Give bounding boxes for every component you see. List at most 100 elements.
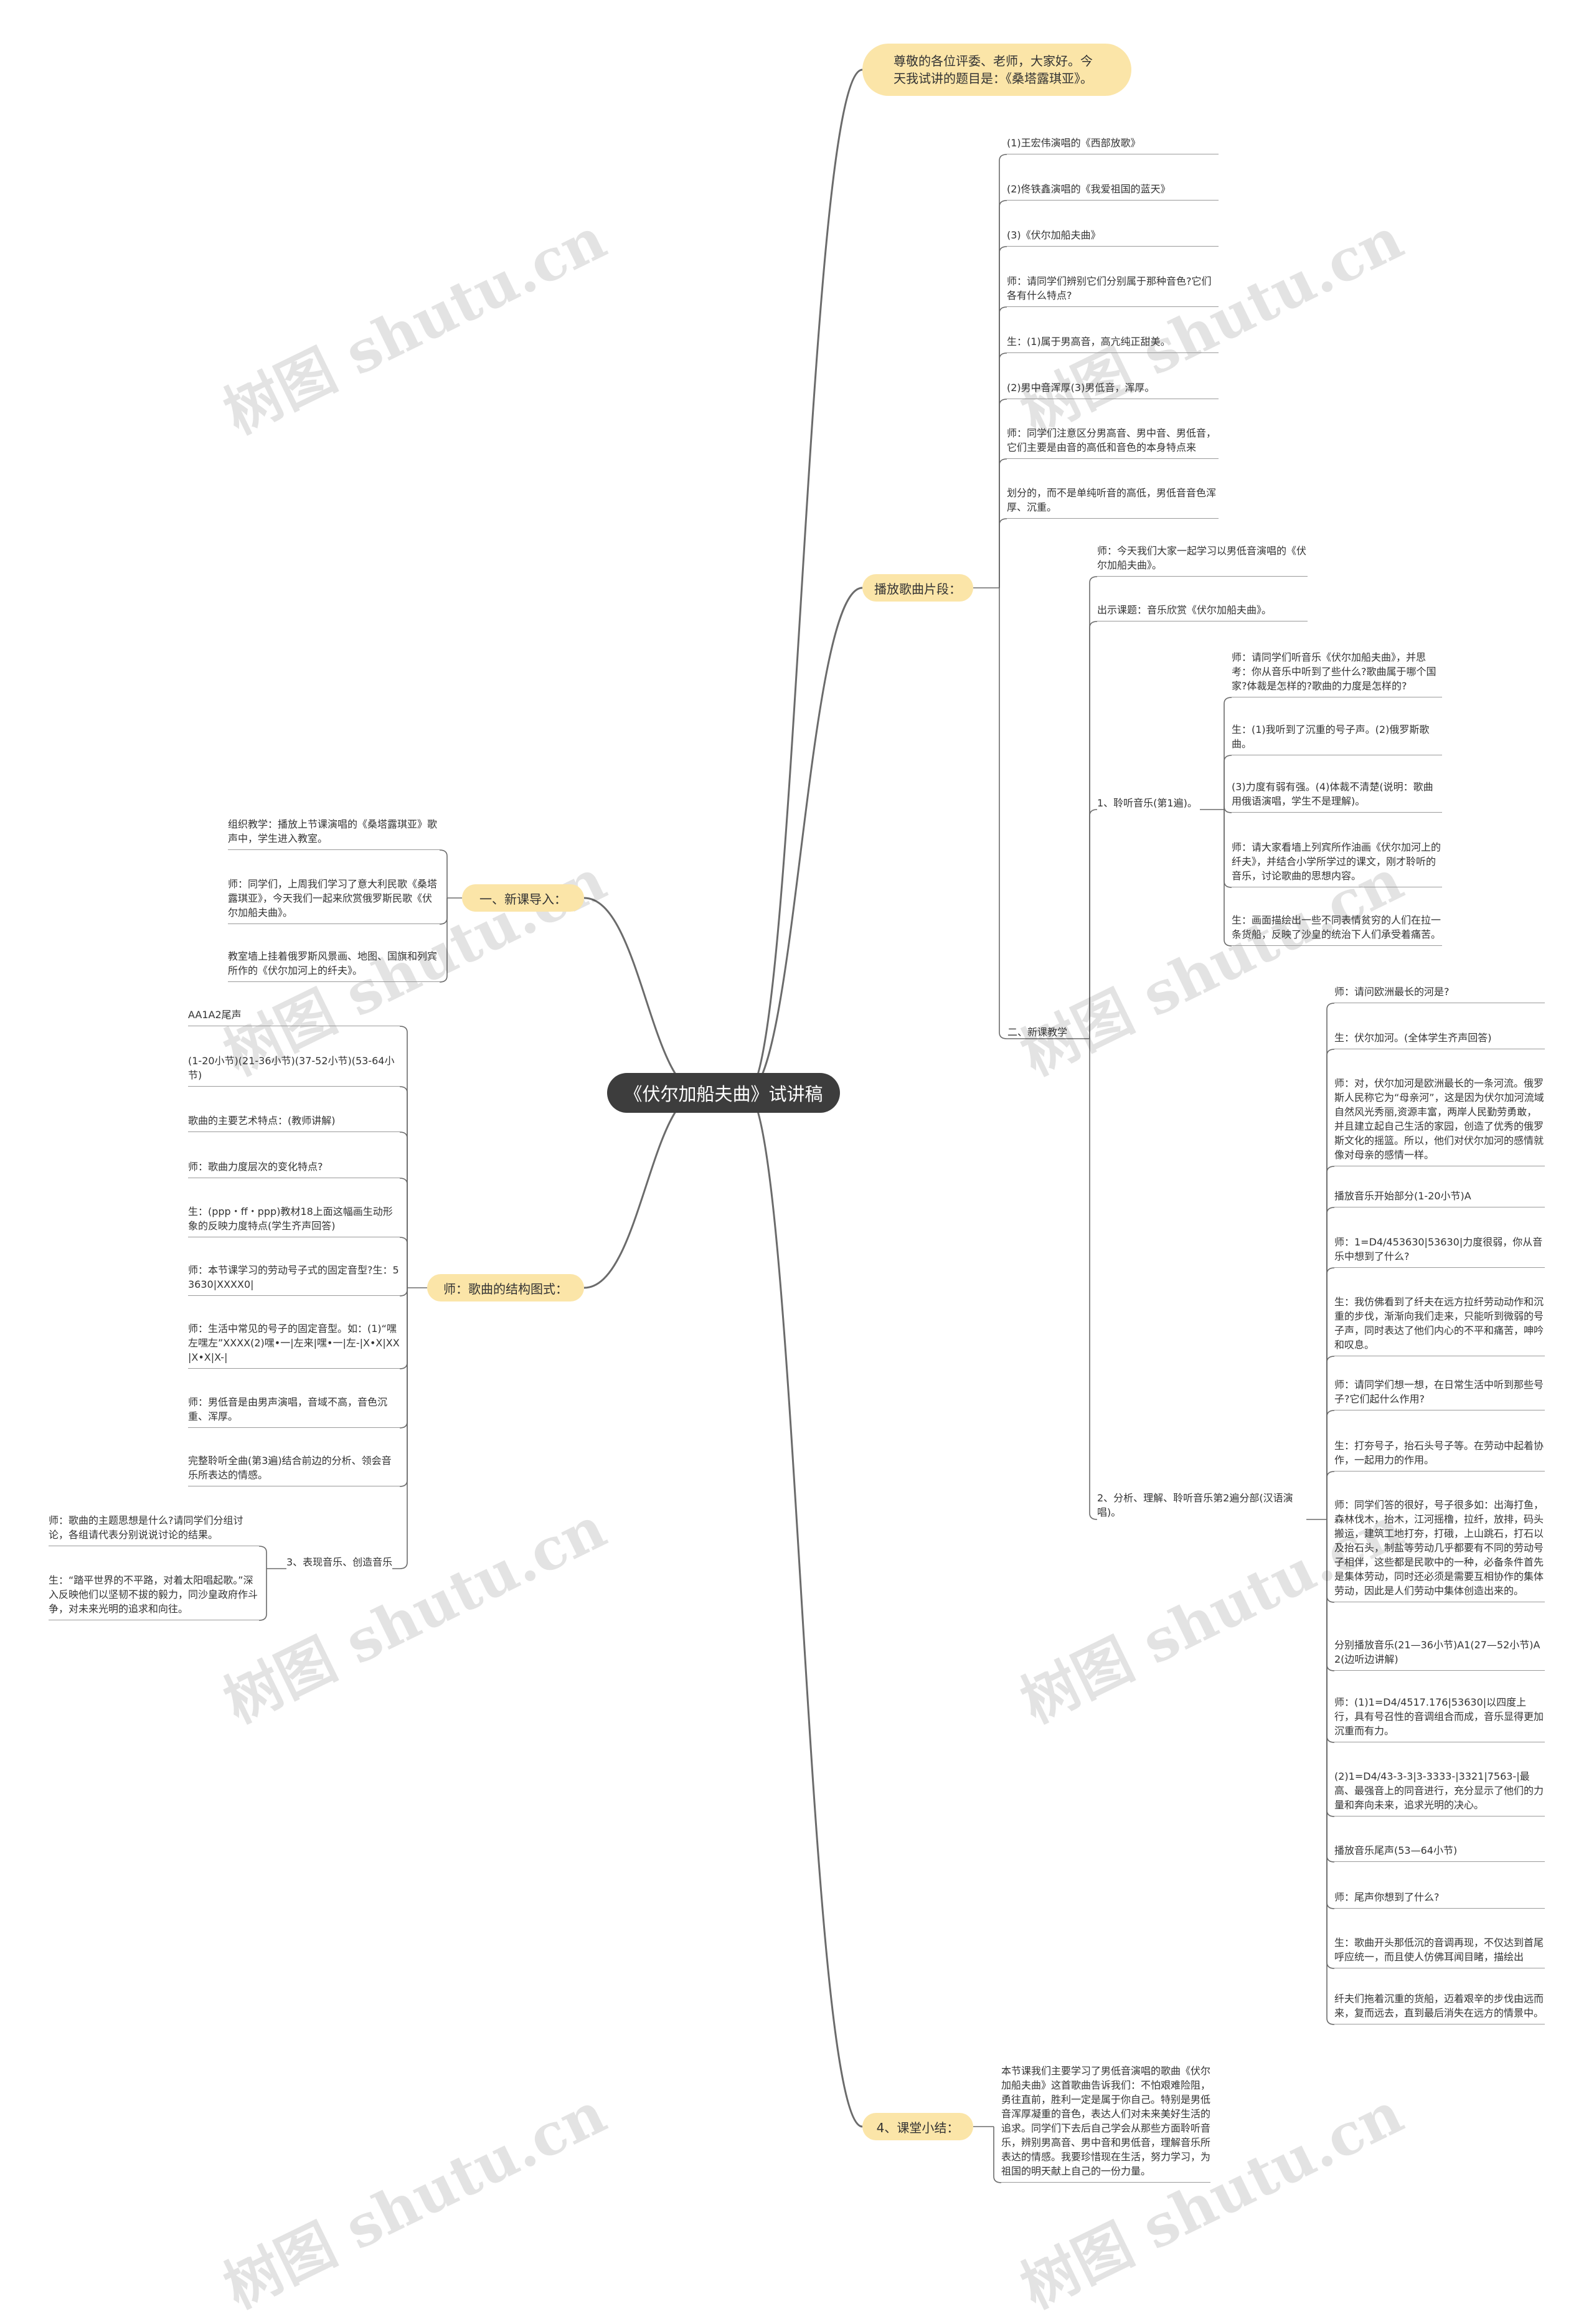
analyze-item: 播放音乐开始部分(1-20小节)A xyxy=(1334,1189,1545,1207)
connector xyxy=(258,1546,267,1569)
connector xyxy=(1326,1519,1335,1863)
connector-lines xyxy=(258,68,1335,2183)
connector xyxy=(1089,809,1098,1039)
connector xyxy=(1326,1519,1335,1969)
connector xyxy=(993,2127,1002,2183)
connector xyxy=(1326,1356,1335,1519)
listen-item: 生：(1)我听到了沉重的号子声。(2)俄罗斯歌曲。 xyxy=(1232,722,1442,755)
connector xyxy=(583,1092,701,1289)
connector xyxy=(399,1288,408,1297)
connector xyxy=(1326,1471,1335,1519)
structure-item: 师：歌曲力度层次的变化特点? xyxy=(188,1160,400,1178)
connector xyxy=(1326,1519,1335,1603)
connector xyxy=(1326,1519,1335,1743)
connector xyxy=(999,518,1007,588)
connector xyxy=(1089,621,1098,1039)
connector xyxy=(399,1131,408,1288)
connector xyxy=(399,1237,408,1288)
new-teaching-label[interactable]: 二、新课教学 xyxy=(1007,1026,1068,1038)
structure-item: AA1A2尾声 xyxy=(188,1008,400,1026)
connector xyxy=(1326,1519,1335,2025)
connector xyxy=(1326,1267,1335,1519)
connector xyxy=(258,1569,267,1621)
mind-map: 树图 shutu.cn 树图 shutu.cn 树图 shutu.cn 树图 s… xyxy=(49,44,1545,2322)
connector xyxy=(1326,1410,1335,1519)
clip-item: (1)王宏伟演唱的《西部放歌》 xyxy=(1007,136,1219,154)
analyze-item: 师：1=D4/453630|53630|力度很弱，你从音乐中想到了什么? xyxy=(1334,1235,1545,1268)
analyze-item: 纤夫们拖着沉重的货船，迈着艰辛的步伐由远而来，复而远去，直到最后消失在远方的情景… xyxy=(1334,1991,1545,2024)
expression-item: 生：“踏平世界的不平路，对着太阳唱起歌。”深入反映他们以坚韧不拔的毅力，同沙皇政… xyxy=(49,1573,259,1620)
analyze-item: 生：打夯号子，抬石头号子等。在劳动中起着协作，一起用力的作用。 xyxy=(1334,1438,1545,1471)
teaching-intro-2: 出示课题：音乐欣赏《伏尔加船夫曲》。 xyxy=(1097,603,1308,621)
intro-item: 教室墙上挂着俄罗斯风景画、地图、国旗和列宾所作的《伏尔加河上的纤夫》。 xyxy=(228,949,440,982)
connector xyxy=(439,898,448,925)
analyze-step-label[interactable]: 2、分析、理解、聆听音乐第2遍分部(汉语演唱)。 xyxy=(1097,1492,1293,1518)
connector xyxy=(746,68,863,1094)
structure-item: 生：(ppp・ff・ppp)教材18上面这幅画生动形象的反映力度特点(学生齐声回… xyxy=(188,1204,400,1237)
branch-new-intro[interactable]: 一、新课导入： xyxy=(462,884,584,912)
structure-item: 师：生活中常见的号子的固定音型。如：(1)“嘿左嘿左”XXXX(2)嘿•一|左来… xyxy=(188,1321,400,1369)
teaching-intro-1: 师：今天我们大家一起学习以男低音演唱的《伏尔加船夫曲》。 xyxy=(1097,544,1308,577)
listen-item: 师：请大家看墙上列宾所作油画《伏尔加河上的纤夫》，并结合小学所学过的课文，刚才聆… xyxy=(1232,840,1442,887)
summary-text: 本节课我们主要学习了男低音演唱的歌曲《伏尔加船夫曲》这首歌曲告诉我们：不怕艰难险… xyxy=(1001,2064,1210,2183)
connector xyxy=(999,306,1007,588)
structure-item: 歌曲的主要艺术特点：(教师讲解) xyxy=(188,1113,400,1132)
listen-item: 生：画面描绘出一些不同表情贫穷的人们在拉一条货船，反映了沙皇的统治下人们承受着痛… xyxy=(1232,913,1442,946)
intro-item: 师：同学们，上周我们学习了意大利民歌《桑塔露琪亚》，今天我们一起来欣赏俄罗斯民歌… xyxy=(228,877,440,924)
connector xyxy=(1089,1039,1098,1520)
connector xyxy=(1224,810,1232,947)
connector xyxy=(999,200,1007,588)
structure-item: 师：本节课学习的劳动号子式的固定音型?生：53630|XXXX0| xyxy=(188,1263,400,1296)
clip-item: 划分的，而不是单纯听音的高低，男低音音色浑厚、沉重。 xyxy=(1007,486,1219,519)
analyze-item: 生：伏尔加河。(全体学生齐声回答) xyxy=(1334,1031,1545,1049)
connector xyxy=(583,897,701,1094)
connector xyxy=(1224,806,1232,813)
connector xyxy=(1326,1519,1335,1909)
analyze-item: 播放音乐尾声(53—64小节) xyxy=(1334,1843,1545,1862)
analyze-item: 分别播放音乐(21—36小节)A1(27—52小节)A2(边听边讲解) xyxy=(1334,1638,1545,1671)
root-node[interactable]: 《伏尔加船夫曲》试讲稿 xyxy=(607,1073,840,1113)
clip-item: 生：(1)属于男高音，高亢纯正甜美。 xyxy=(1007,334,1219,353)
connector xyxy=(1326,1207,1335,1519)
connector xyxy=(1224,755,1232,810)
clip-item: 师：同学们注意区分男高音、男中音、男低音，它们主要是由音的高低和音色的本身特点来 xyxy=(1007,426,1219,459)
connector xyxy=(999,458,1007,588)
analyze-item: 生：我仿佛看到了纤夫在远方拉纤劳动动作和沉重的步伐，渐渐向我们走来，只能听到微弱… xyxy=(1334,1295,1545,1356)
clip-item: (3)《伏尔加船夫曲》 xyxy=(1007,228,1219,247)
clip-item: 师：请同学们辨别它们分别属于那种音色?它们各有什么特点? xyxy=(1007,274,1219,307)
connector xyxy=(399,1086,408,1288)
analyze-item: 师：请问欧洲最长的河是? xyxy=(1334,985,1545,1003)
analyze-item: (2)1=D4/43-3-3|3-3333-|3321|7563-|最高、最强音… xyxy=(1334,1769,1545,1816)
connector xyxy=(999,246,1007,588)
analyze-item: 师：对，伏尔加河是欧洲最长的一条河流。俄罗斯人民称它为“母亲河”，这是因为伏尔加… xyxy=(1334,1076,1545,1166)
connector xyxy=(746,587,863,1094)
branch-play-clips[interactable]: 播放歌曲片段： xyxy=(862,574,973,602)
analyze-item: 师：请同学们想一想，在日常生活中听到那些号子?它们起什么作用? xyxy=(1334,1377,1545,1410)
listen-step-label[interactable]: 1、聆听音乐(第1遍)。 xyxy=(1097,797,1197,809)
connector xyxy=(1326,1003,1335,1519)
connector xyxy=(439,849,448,898)
connector xyxy=(999,588,1067,1039)
connector xyxy=(1089,576,1098,1039)
branch-summary[interactable]: 4、课堂小结： xyxy=(862,2113,973,2140)
analyze-item: 师：(1)1=D4/4517.176|53630|以四度上行，具有号召性的音调组… xyxy=(1334,1695,1545,1742)
connector xyxy=(1326,1166,1335,1519)
structure-item: 完整聆听全曲(第3遍)结合前边的分析、领会音乐所表达的情感。 xyxy=(188,1453,400,1486)
connector xyxy=(1224,697,1232,810)
connector xyxy=(392,1288,408,1569)
branch-structure[interactable]: 师：歌曲的结构图式： xyxy=(427,1274,584,1301)
expression-item: 师：歌曲的主题思想是什么?请同学们分组讨论，各组请代表分别说说讨论的结果。 xyxy=(49,1513,259,1546)
structure-item: (1-20小节)(21-36小节)(37-52小节)(53-64小节) xyxy=(188,1054,400,1087)
connector xyxy=(999,399,1007,588)
analyze-item: 师：尾声你想到了什么? xyxy=(1334,1890,1545,1909)
connector xyxy=(399,1288,408,1429)
clip-item: (2)佟铁鑫演唱的《我爱祖国的蓝天》 xyxy=(1007,182,1219,201)
analyze-item: 师：同学们答的很好，号子很多如：出海打鱼，森林伐木，抬木，江河摇橹，拉纤，放排，… xyxy=(1334,1498,1545,1602)
connector xyxy=(399,1288,408,1369)
greeting-node[interactable]: 尊敬的各位评委、老师，大家好。今天我试讲的题目是：《桑塔露琪亚》。 xyxy=(862,44,1131,96)
connector xyxy=(1326,1049,1335,1519)
analyze-item: 生：歌曲开头那低沉的音调再现，不仅达到首尾呼应统一，而且使人仿佛耳闻目睹，描绘出 xyxy=(1334,1935,1545,1968)
clip-item: (2)男中音浑厚(3)男低音，浑厚。 xyxy=(1007,380,1219,399)
expression-step-label[interactable]: 3、表现音乐、创造音乐 xyxy=(286,1556,393,1568)
connector xyxy=(399,1288,408,1487)
